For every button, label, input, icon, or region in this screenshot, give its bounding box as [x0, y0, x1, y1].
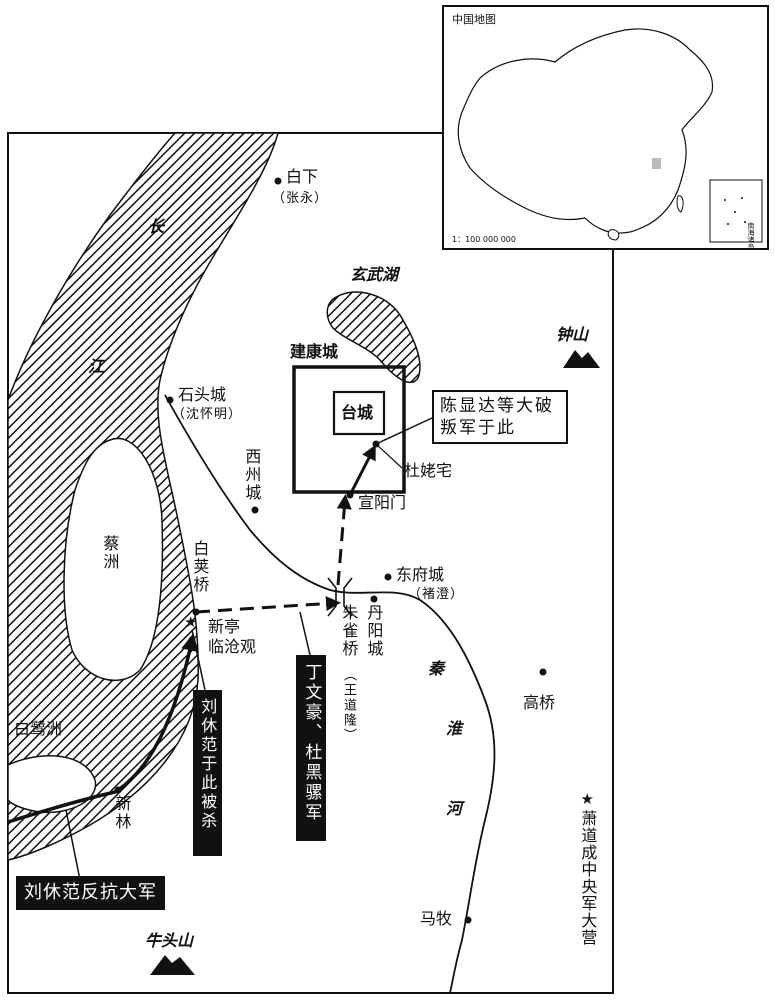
annotation-liu-rebel-army: 刘休范反抗大军 — [16, 876, 165, 910]
route-ding-du-north — [336, 494, 352, 586]
callout-chen-victory — [375, 417, 433, 445]
label-gaoqiao: 高桥 — [523, 693, 556, 712]
label-he: 河 — [446, 799, 463, 818]
label-baixia: 白下 — [286, 167, 319, 186]
south-sea-island-dot — [734, 211, 736, 213]
south-sea-inset-frame — [709, 179, 763, 243]
legend-xiao-camp: 萧道成中央军大营 — [578, 810, 598, 946]
label-baiyan-bridge: 白荚桥 — [190, 540, 210, 594]
label-tai-city: 台城 — [341, 403, 374, 422]
label-jiankang-city: 建康城 — [290, 342, 339, 361]
cai-island — [63, 437, 164, 681]
label-qin: 秦 — [428, 659, 445, 678]
annotation-ding-du-army: 丁文豪、杜黑骡军 — [296, 655, 327, 841]
label-mamu: 马牧 — [420, 909, 453, 928]
dot-baiyan-bridge — [192, 608, 200, 616]
annotation-chen-victory-text: 陈显达等大破叛军于此 — [440, 396, 554, 439]
label-xinting: 新亭 — [208, 617, 241, 636]
label-niutou-mountain: 牛头山 — [145, 931, 194, 950]
label-du-residence: 杜姥宅 — [404, 461, 453, 480]
legend-camp-symbol: ★ — [578, 790, 597, 808]
dot-shitou — [166, 396, 174, 404]
xuanwu-lake — [326, 291, 421, 384]
inset-map-scale: 1：100 000 000 — [452, 235, 516, 244]
south-sea-island-dot — [727, 223, 729, 225]
label-xinlin: 新林 — [112, 795, 132, 831]
dot-gaoqiao — [539, 668, 547, 676]
label-bailu-island: 白鹭洲 — [14, 719, 63, 738]
label-jiang: 江 — [88, 357, 105, 376]
hainan-outline — [607, 229, 620, 241]
china-outline — [457, 28, 714, 234]
route-chen-victory — [348, 444, 376, 496]
xinting-camp-star: ★ — [184, 613, 198, 631]
label-xizhou-city: 西州城 — [242, 448, 262, 502]
annotation-liu-killed: 刘休范于此被杀 — [193, 690, 223, 856]
annotation-chen-victory: 陈显达等大破叛军于此 — [432, 390, 568, 445]
label-shitou-city: 石头城 — [178, 385, 227, 404]
label-dongfu-general: （褚澄） — [408, 587, 465, 602]
label-huai: 淮 — [446, 719, 463, 738]
label-zhongshan: 钟山 — [556, 325, 589, 344]
dot-lincang — [188, 636, 196, 644]
dot-du-residence — [372, 440, 380, 448]
label-xuanwu-lake: 玄武湖 — [350, 265, 399, 284]
south-sea-island-dot — [724, 199, 726, 201]
bailu-island — [7, 755, 97, 814]
south-sea-island-dot — [741, 197, 743, 199]
dot-danyang — [370, 595, 378, 603]
label-dongfu-city: 东府城 — [396, 565, 445, 584]
south-sea-label: 南海诸岛 — [747, 222, 755, 250]
label-danyang-city: 丹阳城 — [364, 604, 384, 658]
niutou-mountain-icon — [150, 955, 195, 975]
label-chang: 长 — [148, 217, 165, 236]
callout-ding-du — [299, 611, 311, 656]
route-ding-du-east — [195, 596, 341, 614]
dot-dongfu — [384, 573, 392, 581]
zhongshan-mountain-icon — [563, 350, 600, 368]
callout-rebel-army — [65, 809, 81, 881]
dot-baixia — [274, 177, 282, 185]
dot-xizhou — [251, 506, 259, 514]
taiwan-outline — [676, 195, 684, 213]
study-area-marker — [652, 158, 661, 169]
label-zhuque-bridge: 朱雀桥 — [339, 604, 359, 658]
label-baixia-general: （张永） — [272, 191, 329, 206]
dot-xuanyang — [346, 491, 354, 499]
tai-city-wall — [332, 390, 386, 436]
qinhuai-river — [164, 394, 496, 994]
label-zhuque-general: （王道隆） — [340, 668, 356, 743]
label-cai-island: 蔡洲 — [100, 535, 120, 571]
inset-map-title: 中国地图 — [452, 13, 496, 26]
dot-xinlin — [114, 786, 122, 794]
south-sea-island-dot — [744, 221, 746, 223]
label-xuanyang-gate: 宣阳门 — [358, 493, 407, 512]
label-lincang: 临沧观 — [208, 637, 257, 656]
dot-mamu — [464, 916, 472, 924]
label-shitou-general: （沈怀明） — [172, 407, 243, 422]
callout-du-residence — [375, 443, 403, 469]
